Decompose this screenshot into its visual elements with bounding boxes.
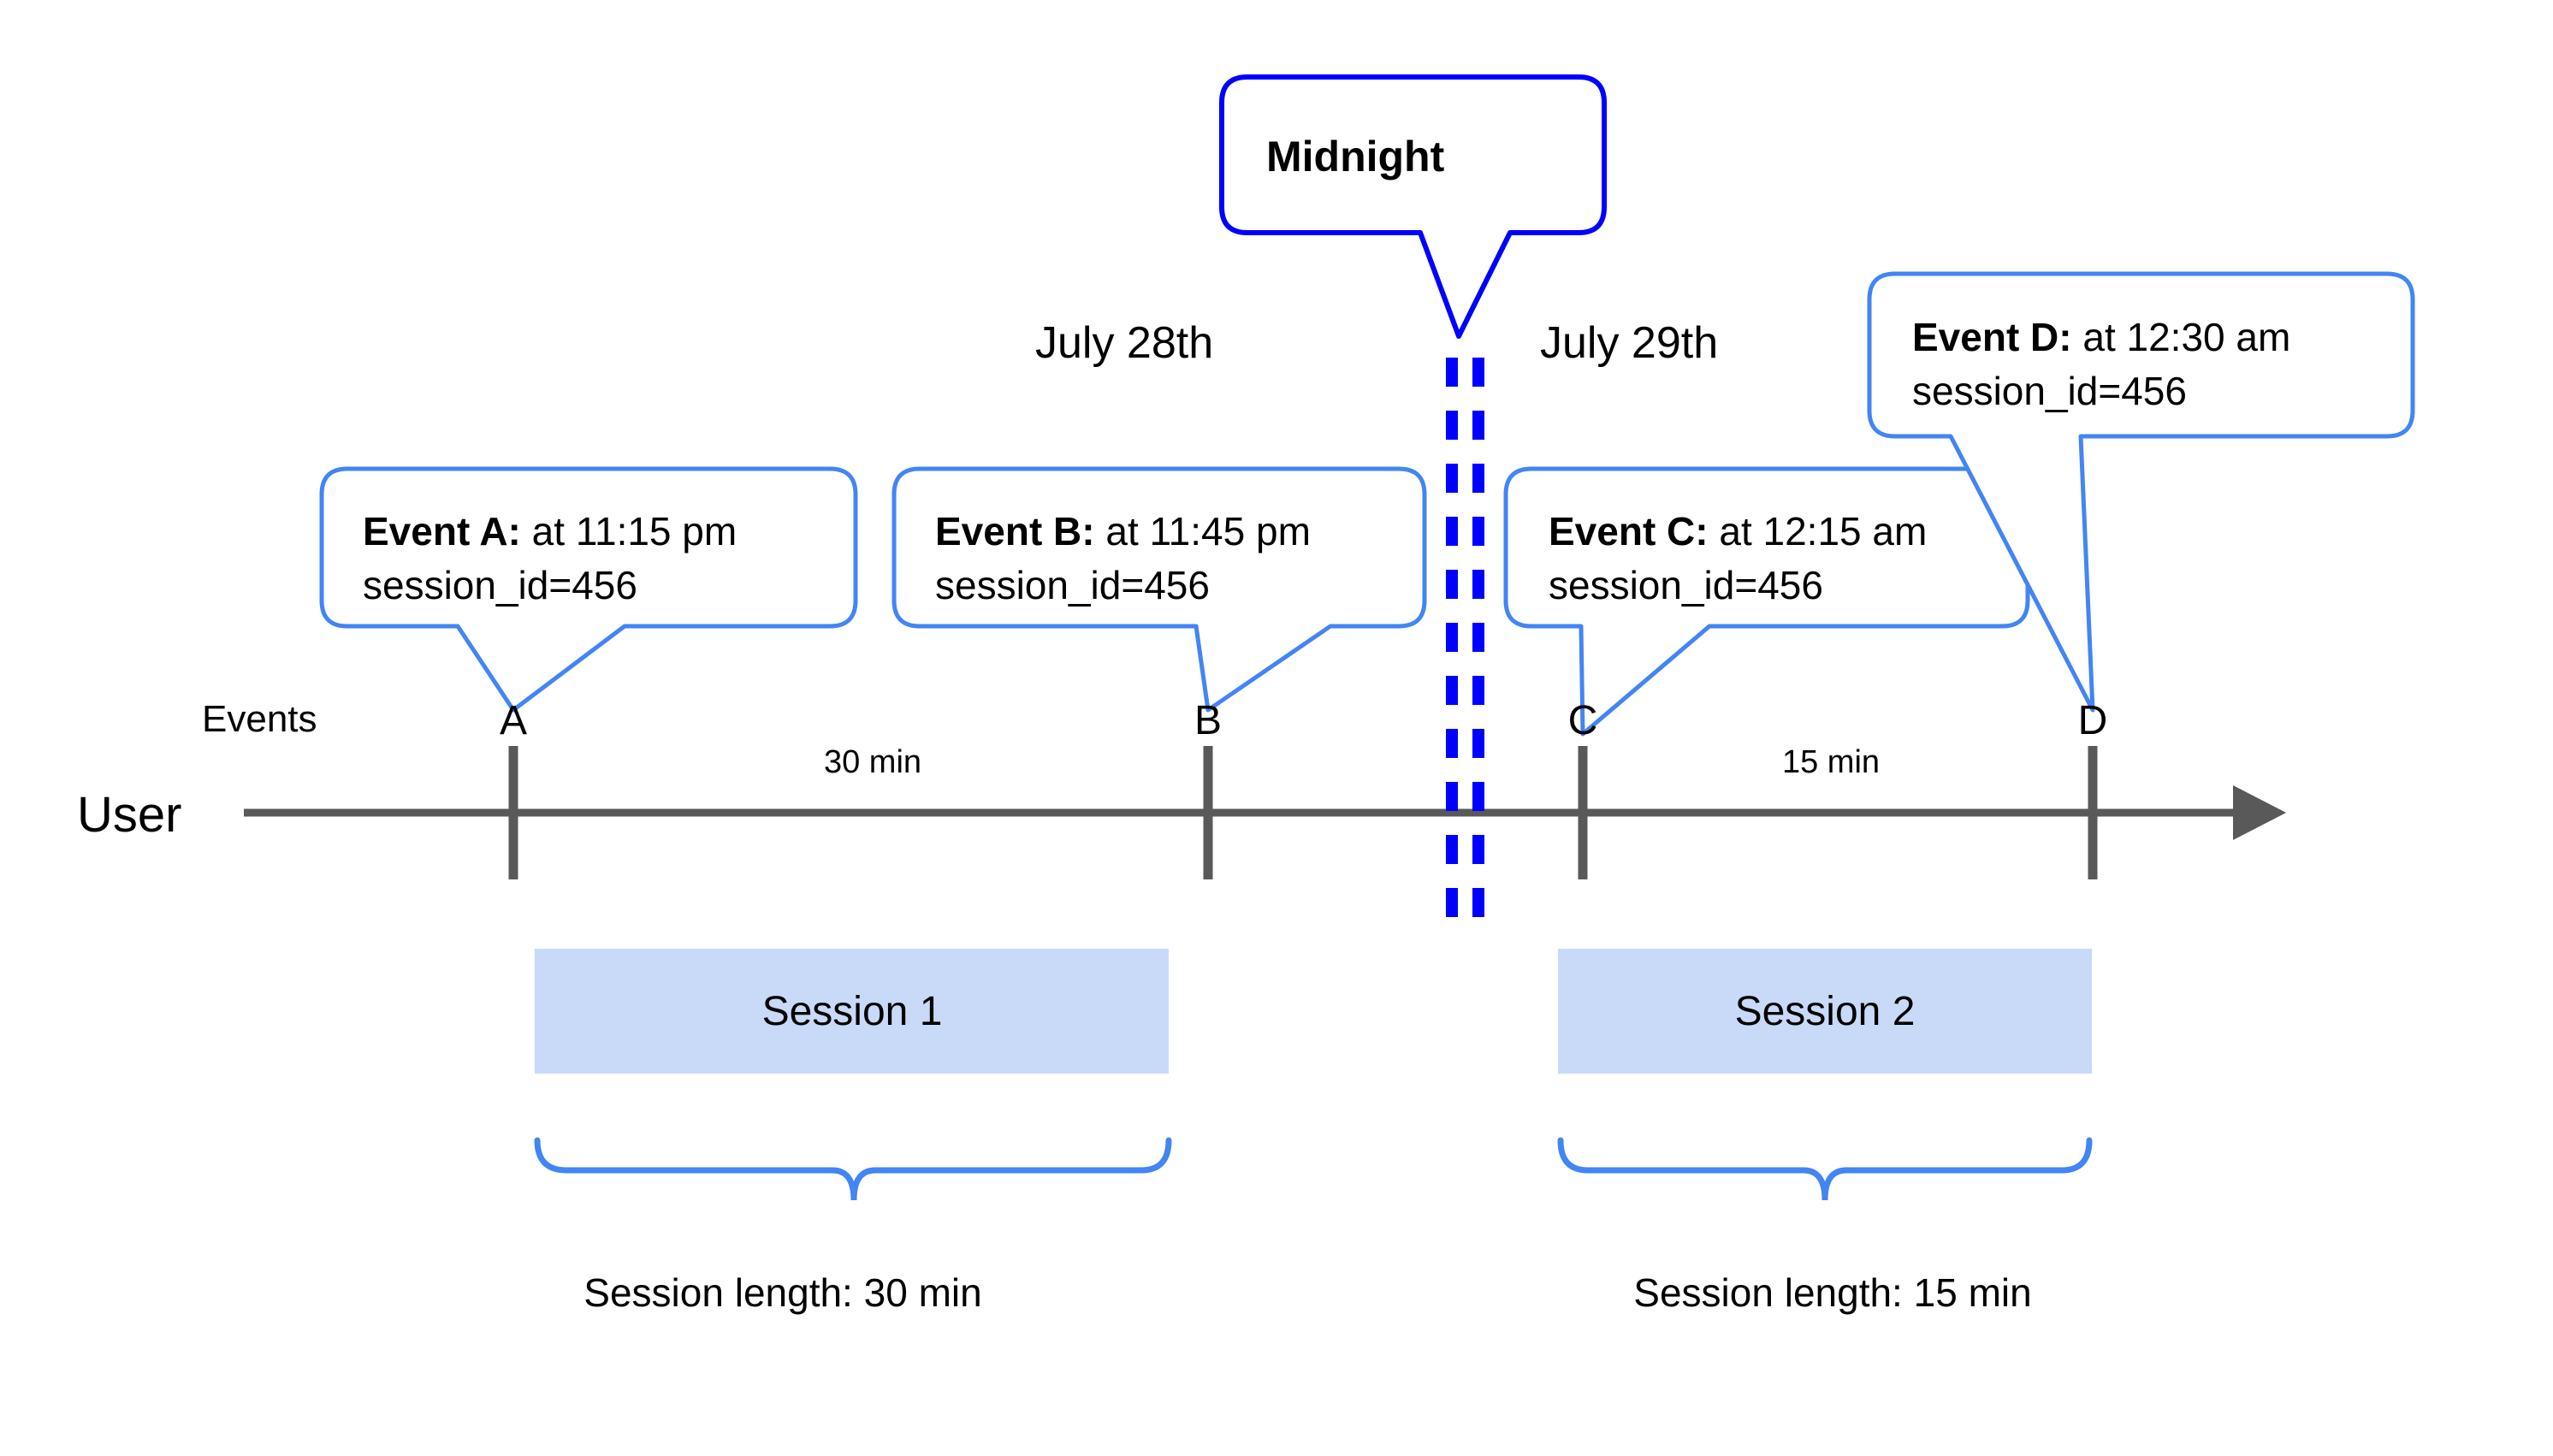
date-label-july-29: July 29th — [1540, 318, 1718, 368]
event-callout-line2-a: session_id=456 — [363, 563, 637, 607]
event-callout-rest-c: at 12:15 am — [1709, 509, 1928, 553]
event-callout-line2-b: session_id=456 — [935, 563, 1210, 607]
tick-label-a: A — [500, 698, 527, 743]
session-bar-1 — [535, 949, 1169, 1074]
user-axis-label: User — [77, 787, 181, 843]
tick-label-c: C — [1568, 698, 1598, 743]
event-callout-text-c: Event C: at 12:15 am — [1549, 509, 1927, 553]
event-callout-rest-b: at 11:45 pm — [1095, 509, 1311, 553]
event-callout-line2-c: session_id=456 — [1549, 563, 1823, 607]
events-row-label: Events — [202, 698, 317, 740]
event-callout-bold-b: Event B: — [935, 509, 1095, 553]
midnight-callout-label: Midnight — [1266, 133, 1445, 181]
duration-label-ab: 30 min — [824, 744, 921, 780]
session-brace-2 — [1557, 1137, 2093, 1201]
event-callout-shape-d — [1867, 271, 2415, 713]
event-callout-text-d: Event D: at 12:30 am — [1912, 315, 2290, 359]
event-callout-shape-a — [319, 466, 858, 713]
event-callout-bold-c: Event C: — [1549, 509, 1709, 553]
session-bar-2 — [1558, 949, 2092, 1074]
midnight-callout-shape — [1219, 74, 1607, 339]
event-callout-shape-b — [891, 466, 1427, 713]
event-callout-line2-d: session_id=456 — [1912, 369, 2187, 413]
session-bar-label-1: Session 1 — [762, 989, 943, 1034]
timeline-arrowhead — [2233, 785, 2286, 840]
event-callout-bold-a: Event A: — [363, 509, 521, 553]
event-callout-bold-d: Event D: — [1912, 315, 2072, 359]
event-callout-text-a: Event A: at 11:15 pm — [363, 509, 737, 553]
event-callout-rest-a: at 11:15 pm — [521, 509, 737, 553]
session-length-label-1: Session length: 30 min — [583, 1270, 981, 1315]
session-length-label-2: Session length: 15 min — [1633, 1270, 2031, 1315]
event-callout-text-b: Event B: at 11:45 pm — [935, 509, 1311, 553]
session-bar-label-2: Session 2 — [1735, 989, 1916, 1034]
tick-label-d: D — [2078, 698, 2108, 743]
tick-label-b: B — [1194, 698, 1222, 743]
event-callout-rest-d: at 12:30 am — [2072, 315, 2291, 359]
date-label-july-28: July 28th — [1035, 318, 1213, 368]
session-brace-1 — [534, 1137, 1172, 1201]
duration-label-cd: 15 min — [1782, 744, 1880, 780]
